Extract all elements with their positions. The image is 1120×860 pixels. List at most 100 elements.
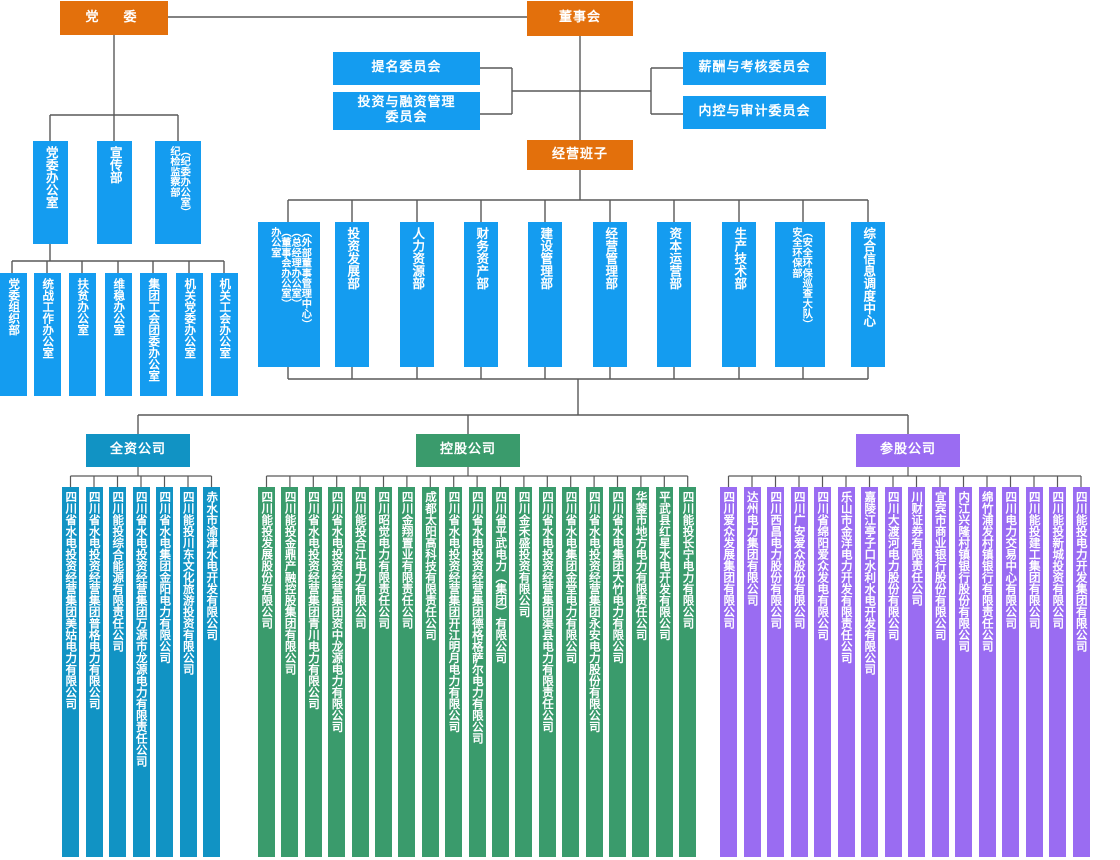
company-box[interactable]: 四川能投川东文化旅游投资有限公司 bbox=[179, 487, 197, 857]
company-box[interactable]: 四川省水电投资经营集团德格格萨尔电力有限公司 bbox=[468, 487, 486, 857]
company-name: 华蓥市地方电力有限责任公司 bbox=[634, 491, 649, 641]
company-box[interactable]: 四川省水电投资经营集团永安电力股份有限公司 bbox=[585, 487, 603, 857]
node-human-resources-dept[interactable]: 人力资源部 bbox=[400, 222, 434, 367]
company-box[interactable]: 乐山市金洋电力开发有限责任公司 bbox=[837, 487, 855, 857]
company-box[interactable]: 四川能投综合能源有限责任公司 bbox=[109, 487, 126, 857]
node-operation-management-dept[interactable]: 经营管理部 bbox=[593, 222, 627, 367]
company-box[interactable]: 嘉陵江亭子口水利水电开发有限公司 bbox=[861, 487, 878, 857]
node-poverty-alleviation-office[interactable]: 扶贫办公室 bbox=[69, 273, 96, 396]
node-party-org-dept[interactable]: 党委组织部 bbox=[0, 273, 27, 396]
company-box[interactable]: 赤水市渝津水电开发有限公司 bbox=[203, 487, 220, 857]
company-name: 宜宾市商业银行股份有限公司 bbox=[933, 491, 948, 641]
group-header-wholly-owned[interactable]: 全资公司 bbox=[86, 434, 190, 467]
company-box[interactable]: 四川省水电投资经营集团资中龙源电力有限公司 bbox=[328, 487, 346, 857]
node-label: 投资发展部 bbox=[345, 227, 361, 290]
company-box[interactable]: 四川能投建工集团有限公司 bbox=[1025, 487, 1043, 857]
company-box[interactable]: 四川金翔置业有限责任公司 bbox=[398, 487, 416, 857]
node-label: 统战工作办公室 bbox=[41, 278, 56, 359]
committee-compensation-assessment[interactable]: 薪酬与考核委员会 bbox=[683, 52, 826, 85]
company-name: 四川省水电投资经营集团万源市龙源电力有限责任公司 bbox=[134, 491, 149, 767]
committee-investment-financing[interactable]: 投资与融资管理 委员会 bbox=[333, 92, 480, 130]
node-label: 财务资产部 bbox=[474, 227, 490, 290]
company-box[interactable]: 四川省水电集团金堂电力有限公司 bbox=[562, 487, 580, 857]
node-label: 维稳办公室 bbox=[112, 278, 127, 336]
company-box[interactable]: 四川爱众发展集团有限公司 bbox=[720, 487, 737, 857]
group-header-participating[interactable]: 参股公司 bbox=[856, 434, 960, 467]
company-box[interactable]: 四川昭觉电力有限责任公司 bbox=[375, 487, 392, 857]
company-name: 乐山市金洋电力开发有限责任公司 bbox=[839, 491, 854, 664]
company-name: 四川能投金鼎产融控股集团有限公司 bbox=[283, 491, 298, 675]
node-board-of-directors[interactable]: 董事会 bbox=[527, 1, 633, 36]
company-box[interactable]: 四川能投金鼎产融控股集团有限公司 bbox=[281, 487, 299, 857]
company-box[interactable]: 内江兴隆村镇银行股份有限公司 bbox=[955, 487, 972, 857]
node-integrated-info-dispatch-center[interactable]: 综合信息调度中心 bbox=[851, 222, 885, 367]
committee-nomination[interactable]: 提名委员会 bbox=[333, 52, 480, 85]
committee-internal-control-audit[interactable]: 内控与审计委员会 bbox=[683, 96, 826, 129]
company-name: 四川大渡河电力股份有限公司 bbox=[886, 491, 901, 641]
company-box[interactable]: 成都太阳高科技有限责任公司 bbox=[421, 487, 439, 857]
node-finance-assets-dept[interactable]: 财务资产部 bbox=[464, 222, 498, 367]
node-agency-party-office[interactable]: 机关党委办公室 bbox=[176, 273, 203, 396]
node-label: 生产技术部 bbox=[732, 227, 748, 290]
company-box[interactable]: 四川能投发展股份有限公司 bbox=[258, 487, 275, 857]
node-construction-management-dept[interactable]: 建设管理部 bbox=[528, 222, 562, 367]
company-name: 四川昭觉电力有限责任公司 bbox=[377, 491, 392, 629]
company-name: 四川省水电集团金堂电力有限公司 bbox=[564, 491, 579, 664]
company-box[interactable]: 平武县红星水电开发有限公司 bbox=[655, 487, 673, 857]
node-label-col-2: 安全环保部 bbox=[790, 227, 801, 278]
node-united-front-office[interactable]: 统战工作办公室 bbox=[34, 273, 61, 396]
company-box[interactable]: 川财证券有限责任公司 bbox=[908, 487, 925, 857]
company-box[interactable]: 四川省水电投资经营集团开江明月电力有限公司 bbox=[445, 487, 463, 857]
node-label: 内控与审计委员会 bbox=[698, 104, 811, 120]
node-investment-development-dept[interactable]: 投资发展部 bbox=[335, 222, 369, 367]
node-office-dept[interactable]: （外部董事管理中心） （总经理办公室） （董事会办公室） 办公室 bbox=[258, 222, 320, 367]
company-name: 平武县红星水电开发有限公司 bbox=[658, 491, 673, 641]
node-party-committee-office[interactable]: 党委办公室 bbox=[33, 141, 68, 244]
company-box[interactable]: 四川电力交易中心有限公司 bbox=[1002, 487, 1019, 857]
node-label: 综合信息调度中心 bbox=[861, 227, 877, 327]
company-box[interactable]: 四川西昌电力股份有限公司 bbox=[767, 487, 784, 857]
node-label: 参股公司 bbox=[879, 442, 936, 458]
company-box[interactable]: 四川省水电投资经营集团万源市龙源电力有限责任公司 bbox=[132, 487, 150, 857]
company-box[interactable]: 四川能投电力开发集团有限公司 bbox=[1072, 487, 1090, 857]
company-box[interactable]: 四川省水电投资经营集团美姑电力有限公司 bbox=[62, 487, 79, 857]
company-name: 四川省水电投资经营集团美姑电力有限公司 bbox=[64, 491, 79, 710]
node-safety-environment-dept[interactable]: （安全环保巡查大队） 安全环保部 bbox=[775, 222, 825, 367]
company-box[interactable]: 四川省水电投资经营集团渠县电力有限责任公司 bbox=[538, 487, 556, 857]
company-box[interactable]: 四川能投长宁电力有限公司 bbox=[679, 487, 697, 857]
company-box[interactable]: 四川省水电投资经营集团青川电力有限公司 bbox=[304, 487, 322, 857]
node-management-team[interactable]: 经营班子 bbox=[527, 140, 633, 170]
node-group-union-youth-office[interactable]: 集团工会团委办公室 bbox=[140, 273, 167, 396]
company-name: 赤水市渝津水电开发有限公司 bbox=[205, 491, 220, 641]
company-box[interactable]: 四川省水电投资经营集团普格电力有限公司 bbox=[85, 487, 103, 857]
company-box[interactable]: 四川能投新城投资有限公司 bbox=[1049, 487, 1066, 857]
company-box[interactable]: 绵竹浦发村镇银行有限责任公司 bbox=[978, 487, 996, 857]
company-box[interactable]: 四川能投合江电力有限公司 bbox=[351, 487, 369, 857]
node-label: 建设管理部 bbox=[538, 227, 554, 290]
node-party-committee[interactable]: 党 委 bbox=[60, 1, 168, 35]
node-production-technology-dept[interactable]: 生产技术部 bbox=[722, 222, 756, 367]
company-box[interactable]: 四川大渡河电力股份有限公司 bbox=[884, 487, 902, 857]
company-box[interactable]: 四川金禾盛投资有限公司 bbox=[515, 487, 533, 857]
node-agency-union-office[interactable]: 机关工会办公室 bbox=[211, 273, 238, 396]
node-capital-operation-dept[interactable]: 资本运营部 bbox=[657, 222, 691, 367]
company-name: 四川西昌电力股份有限公司 bbox=[769, 491, 784, 629]
company-name: 四川能投发展股份有限公司 bbox=[260, 491, 275, 629]
company-box[interactable]: 四川省绵阳爱众发电有限公司 bbox=[814, 487, 831, 857]
node-stability-office[interactable]: 维稳办公室 bbox=[105, 273, 132, 396]
node-label-col-2: （总经理办公室） bbox=[289, 227, 301, 309]
node-discipline-inspection-dept[interactable]: （纪委办公室） 纪检监察部 bbox=[155, 141, 201, 244]
company-name: 四川省水电投资经营集团资中龙源电力有限公司 bbox=[330, 491, 345, 733]
company-name: 四川省水电投资经营集团渠县电力有限责任公司 bbox=[541, 491, 556, 733]
node-propaganda-dept[interactable]: 宣传部 bbox=[97, 141, 132, 244]
node-label-col-3: （董事会办公室） bbox=[279, 227, 290, 309]
company-box[interactable]: 宜宾市商业银行股份有限公司 bbox=[931, 487, 949, 857]
company-box[interactable]: 达州电力集团有限公司 bbox=[743, 487, 761, 857]
company-box[interactable]: 四川省水电集团大竹电力有限公司 bbox=[609, 487, 626, 857]
group-header-holding[interactable]: 控股公司 bbox=[416, 434, 520, 467]
company-box[interactable]: 四川省平武电力（集团）有限公司 bbox=[492, 487, 509, 857]
node-label-col-1: （安全环保巡查大队） bbox=[800, 227, 812, 329]
company-box[interactable]: 四川省水电集团金阳电力有限公司 bbox=[156, 487, 173, 857]
company-box[interactable]: 华蓥市地方电力有限责任公司 bbox=[632, 487, 650, 857]
company-box[interactable]: 四川广安爱众股份有限公司 bbox=[790, 487, 808, 857]
